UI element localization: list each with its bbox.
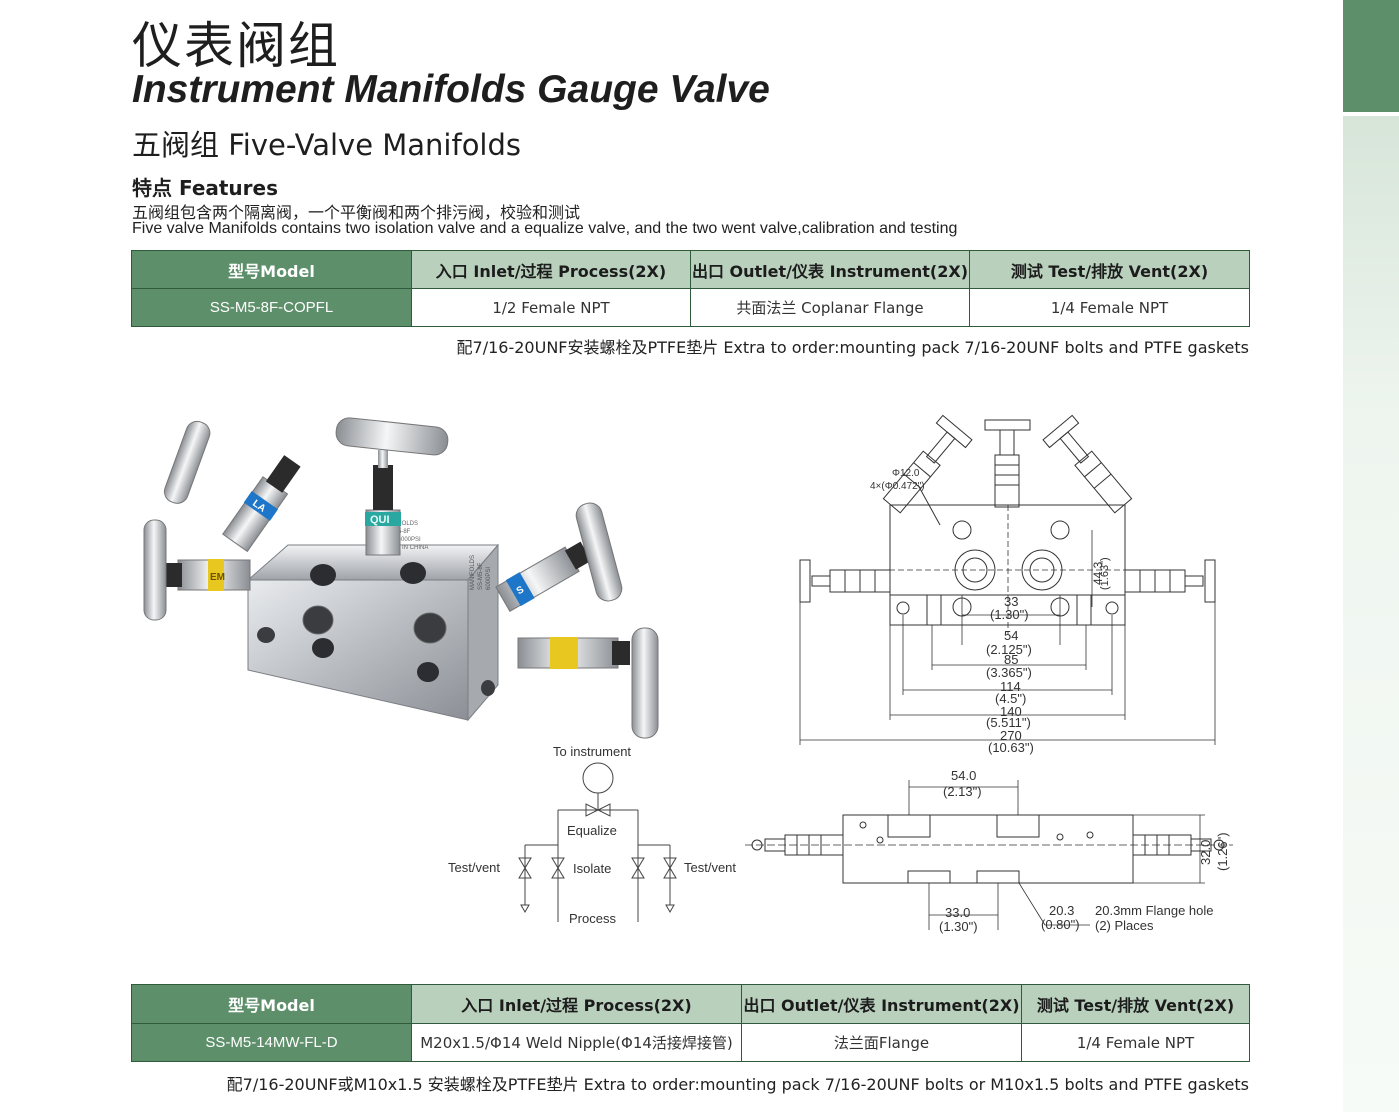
flange-note-2: (2) Places [1095, 918, 1154, 933]
dim-33: 33 [1004, 594, 1018, 609]
cell-vent: 1/4 Female NPT [1021, 1023, 1250, 1062]
side-engraving-1: MANIFOLDS [470, 555, 476, 590]
dim-20-3: 20.3 [1049, 903, 1074, 918]
schematic-test-vent-right: Test/vent [684, 860, 736, 875]
hole-note-2: 4×(Φ0.472") [870, 481, 925, 492]
side-engraving-3: 6000PSI [486, 567, 492, 590]
table-header-vent: 测试 Test/排放 Vent(2X) [1021, 984, 1250, 1024]
dim-270: 270 [1000, 728, 1022, 743]
page-title-cn: 仪表阀组 [132, 17, 340, 75]
cell-model: SS-M5-8F-COPFL [131, 288, 412, 327]
table-row: SS-M5-14MW-FL-D M20x1.5/Φ14 Weld Nipple(… [131, 1023, 1250, 1062]
table-header-inlet: 入口 Inlet/过程 Process(2X) [411, 984, 742, 1024]
features-heading: 特点 Features [132, 176, 279, 200]
cell-outlet: 法兰面Flange [741, 1023, 1022, 1062]
dim-54-in: (2.125") [986, 642, 1032, 657]
dim-54-0: 54.0 [951, 768, 976, 783]
features-text-cn: 五阀组包含两个隔离阀，一个平衡阀和两个排污阀，校验和测试 [132, 203, 581, 222]
side-view-drawing: 54.0 (2.13") 32.0 (1.26") 33.0 (1.30") 2… [745, 768, 1233, 934]
table-header-model: 型号Model [131, 984, 412, 1024]
product-photo: MANIFOLDS SS-M5-8F MAX 6000PSI MADE IN C… [143, 417, 659, 739]
cell-inlet: 1/2 Female NPT [411, 288, 691, 327]
dim-20-3-in: (0.80") [1041, 917, 1080, 932]
cell-inlet: M20x1.5/Φ14 Weld Nipple(Φ14活接焊接管) [411, 1023, 742, 1062]
dim-33-0: 33.0 [945, 905, 970, 920]
schematic-process: Process [569, 911, 616, 926]
table-header-inlet: 入口 Inlet/过程 Process(2X) [411, 250, 691, 289]
engraving-4: MADE IN CHINA [383, 545, 428, 551]
page-title-en: Instrument Manifolds Gauge Valve [132, 68, 770, 111]
dim-vert-2: (1.63") [1099, 557, 1111, 590]
schematic-equalize: Equalize [567, 823, 617, 838]
cell-outlet: 共面法兰 Coplanar Flange [690, 288, 970, 327]
dim-85: 85 [1004, 652, 1018, 667]
dim-140: 140 [1000, 704, 1022, 719]
dim-270-in: (10.63") [988, 740, 1034, 755]
hole-note-1: Φ12.0 [892, 468, 920, 479]
engraving-3: MAX 6000PSI [383, 537, 421, 543]
schematic-to-instrument: To instrument [553, 744, 631, 759]
dim-85-in: (3.365") [986, 665, 1032, 680]
table-row: SS-M5-8F-COPFL 1/2 Female NPT 共面法兰 Copla… [131, 288, 1250, 327]
spec-table-2: 型号Model 入口 Inlet/过程 Process(2X) 出口 Outle… [131, 984, 1250, 1062]
dim-114: 114 [1000, 679, 1021, 694]
table-header-outlet: 出口 Outlet/仪表 Instrument(2X) [690, 250, 970, 289]
table-header-outlet: 出口 Outlet/仪表 Instrument(2X) [741, 984, 1022, 1024]
valve-label-right: S [515, 584, 527, 597]
features-text-en: Five valve Manifolds contains two isolat… [132, 220, 958, 237]
cell-model: SS-M5-14MW-FL-D [131, 1023, 412, 1062]
table-header-vent: 测试 Test/排放 Vent(2X) [969, 250, 1250, 289]
dim-54-0-in: (2.13") [943, 784, 982, 799]
dim-33-0-in: (1.30") [939, 919, 978, 934]
schematic-isolate: Isolate [573, 861, 611, 876]
dim-54: 54 [1004, 628, 1018, 643]
dim-32-0: 32.0 [1198, 840, 1213, 865]
dim-114-in: (4.5") [995, 691, 1026, 706]
schematic-test-vent-left: Test/vent [448, 860, 500, 875]
dim-32-0-in: (1.26") [1215, 832, 1230, 871]
valve-label-lower-left: EM [210, 572, 225, 583]
side-bar-gradient [1343, 116, 1399, 1112]
flow-schematic: To instrument Equalize Isolate Test/vent… [448, 744, 736, 926]
valve-label-top: QUI [370, 514, 390, 526]
table-header-model: 型号Model [131, 250, 412, 289]
top-view-drawing: Φ12.0 4×(Φ0.472") 44.3 (1.63") 33 (1.30"… [799, 414, 1216, 755]
side-engraving-2: SS-M5-8F [478, 562, 484, 590]
table2-note: 配7/16-20UNF或M10x1.5 安装螺栓及PTFE垫片 Extra to… [226, 1075, 1249, 1094]
dim-140-in: (5.511") [986, 715, 1031, 730]
section-subtitle: 五阀组 Five-Valve Manifolds [132, 128, 522, 162]
table1-note: 配7/16-20UNF安装螺栓及PTFE垫片 Extra to order:mo… [456, 338, 1249, 357]
flange-note-1: 20.3mm Flange hole [1095, 903, 1214, 918]
dim-vert-1: 44.3 [1091, 561, 1105, 585]
dim-33-in: (1.30") [990, 607, 1029, 622]
spec-table-1: 型号Model 入口 Inlet/过程 Process(2X) 出口 Outle… [131, 250, 1250, 327]
cell-vent: 1/4 Female NPT [969, 288, 1250, 327]
side-bar-accent [1343, 0, 1399, 112]
